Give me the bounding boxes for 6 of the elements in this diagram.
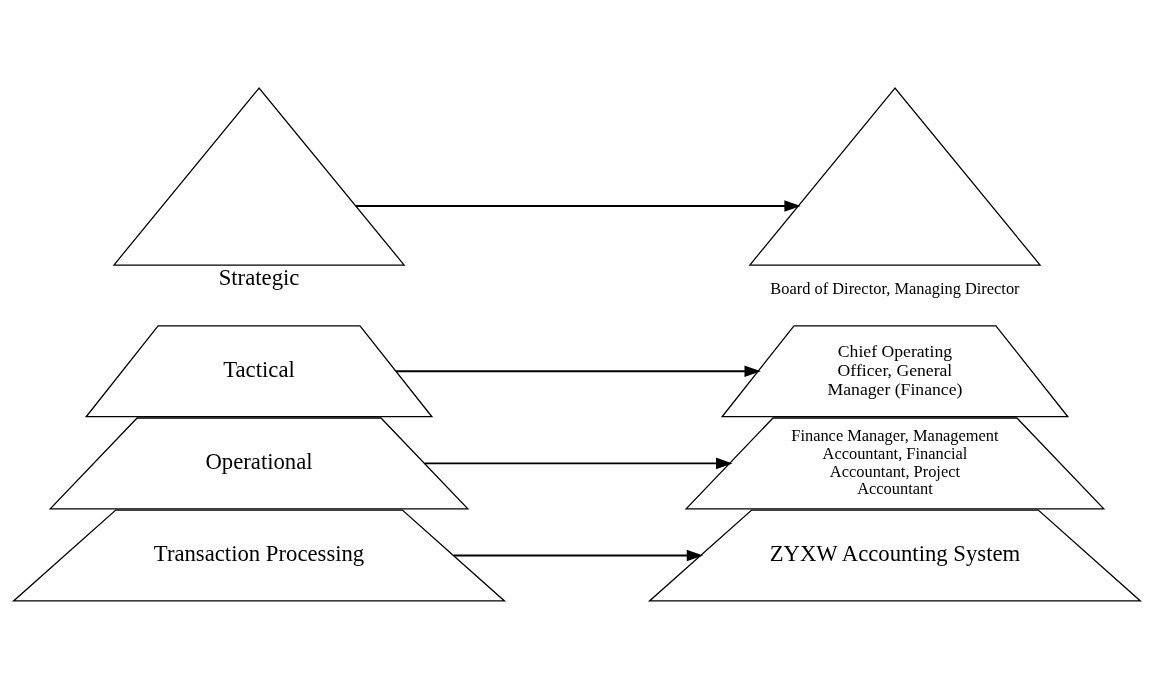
node-label: Strategic bbox=[218, 264, 300, 290]
node-label: Board of Director, Managing Director bbox=[770, 279, 1020, 299]
arrow bbox=[452, 549, 704, 562]
arrow bbox=[354, 200, 801, 212]
arrow bbox=[423, 457, 733, 470]
arrow bbox=[395, 365, 761, 378]
